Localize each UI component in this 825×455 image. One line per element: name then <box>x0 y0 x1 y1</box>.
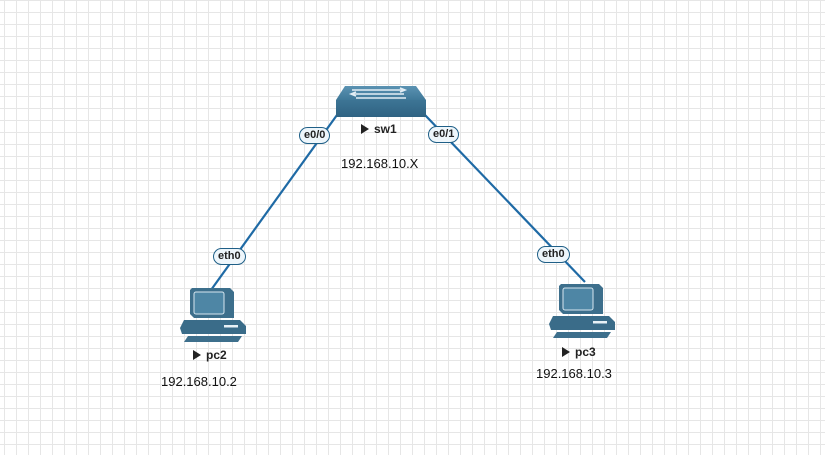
play-icon[interactable] <box>361 124 369 134</box>
node-name: pc3 <box>575 345 596 359</box>
switch-icon[interactable] <box>336 86 426 117</box>
node-name: sw1 <box>374 122 397 136</box>
node-name: pc2 <box>206 348 227 362</box>
pc3-computer-icon[interactable] <box>549 284 615 338</box>
iface-label-sw1-e0-0[interactable]: e0/0 <box>299 127 331 144</box>
node-ip-pc2: 192.168.10.2 <box>161 374 237 389</box>
node-label-sw1[interactable]: sw1 <box>361 122 397 136</box>
iface-label-pc2-eth0[interactable]: eth0 <box>213 248 246 265</box>
node-ip-sw1: 192.168.10.X <box>341 156 419 171</box>
node-label-pc3[interactable]: pc3 <box>562 345 596 359</box>
play-icon[interactable] <box>562 347 570 357</box>
pc2-computer-icon[interactable] <box>180 288 246 342</box>
play-icon[interactable] <box>193 350 201 360</box>
iface-label-sw1-e0-1[interactable]: e0/1 <box>428 126 460 143</box>
node-ip-pc3: 192.168.10.3 <box>536 366 612 381</box>
iface-label-pc3-eth0[interactable]: eth0 <box>537 246 570 263</box>
node-label-pc2[interactable]: pc2 <box>193 348 227 362</box>
